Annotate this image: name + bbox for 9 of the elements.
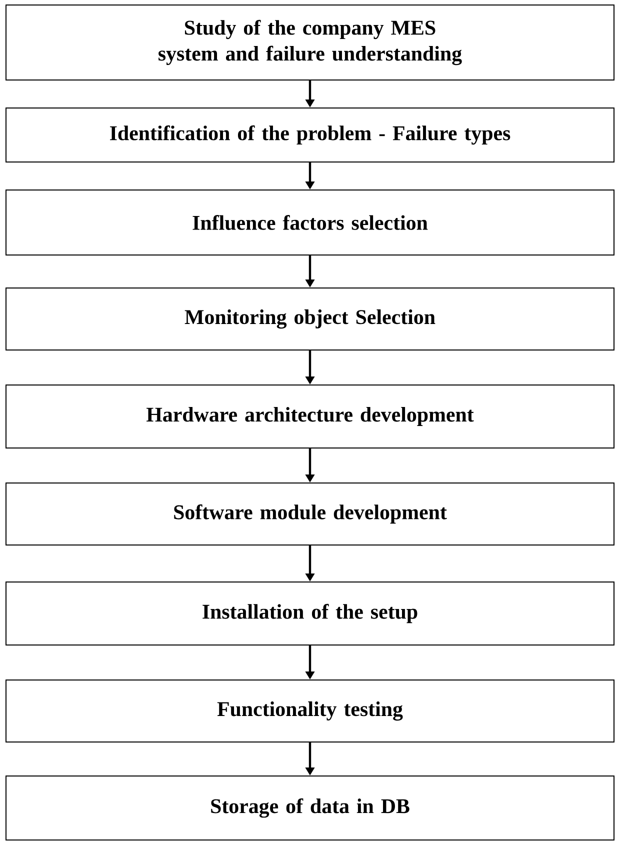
process-box: Monitoring object Selection [6, 288, 614, 350]
process-box: Hardware architecture development [6, 384, 614, 448]
process-box: Storage of data in DB [6, 776, 614, 840]
process-box: Study of the company MES system and failure understanding [6, 4, 614, 80]
process-box: Influence factors selection [6, 190, 614, 256]
process-box: Installation of the setup [6, 582, 614, 646]
process-box: Software module development [6, 482, 614, 546]
process-box: Functionality testing [6, 680, 614, 742]
process-box: Identification of the problem - Failure types [6, 108, 614, 162]
